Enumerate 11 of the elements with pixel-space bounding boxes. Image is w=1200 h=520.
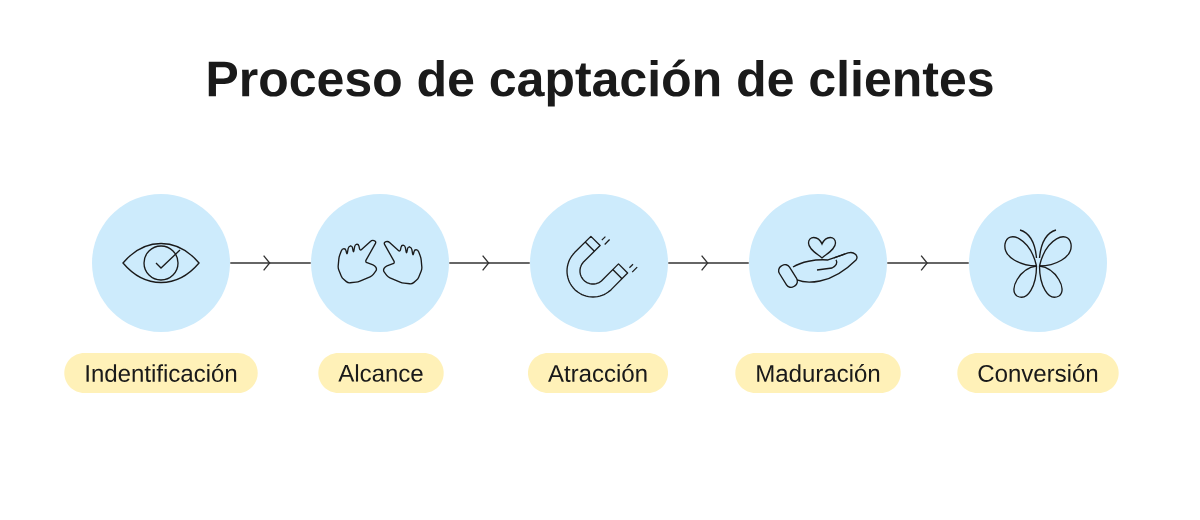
icon-circle [92, 194, 230, 332]
title: Proceso de captación de clientes [208, 59, 993, 107]
step-pill: Alcance [318, 353, 444, 393]
step-pill: Maduración [735, 353, 901, 393]
icon-circle [969, 194, 1107, 332]
step-pill: Conversión [957, 353, 1119, 393]
step-pill: Indentificación [64, 353, 258, 393]
step-pill: Atracción [528, 353, 669, 393]
icon-circle [749, 194, 887, 332]
icon-circle [530, 194, 668, 332]
icon-circle [311, 194, 449, 332]
